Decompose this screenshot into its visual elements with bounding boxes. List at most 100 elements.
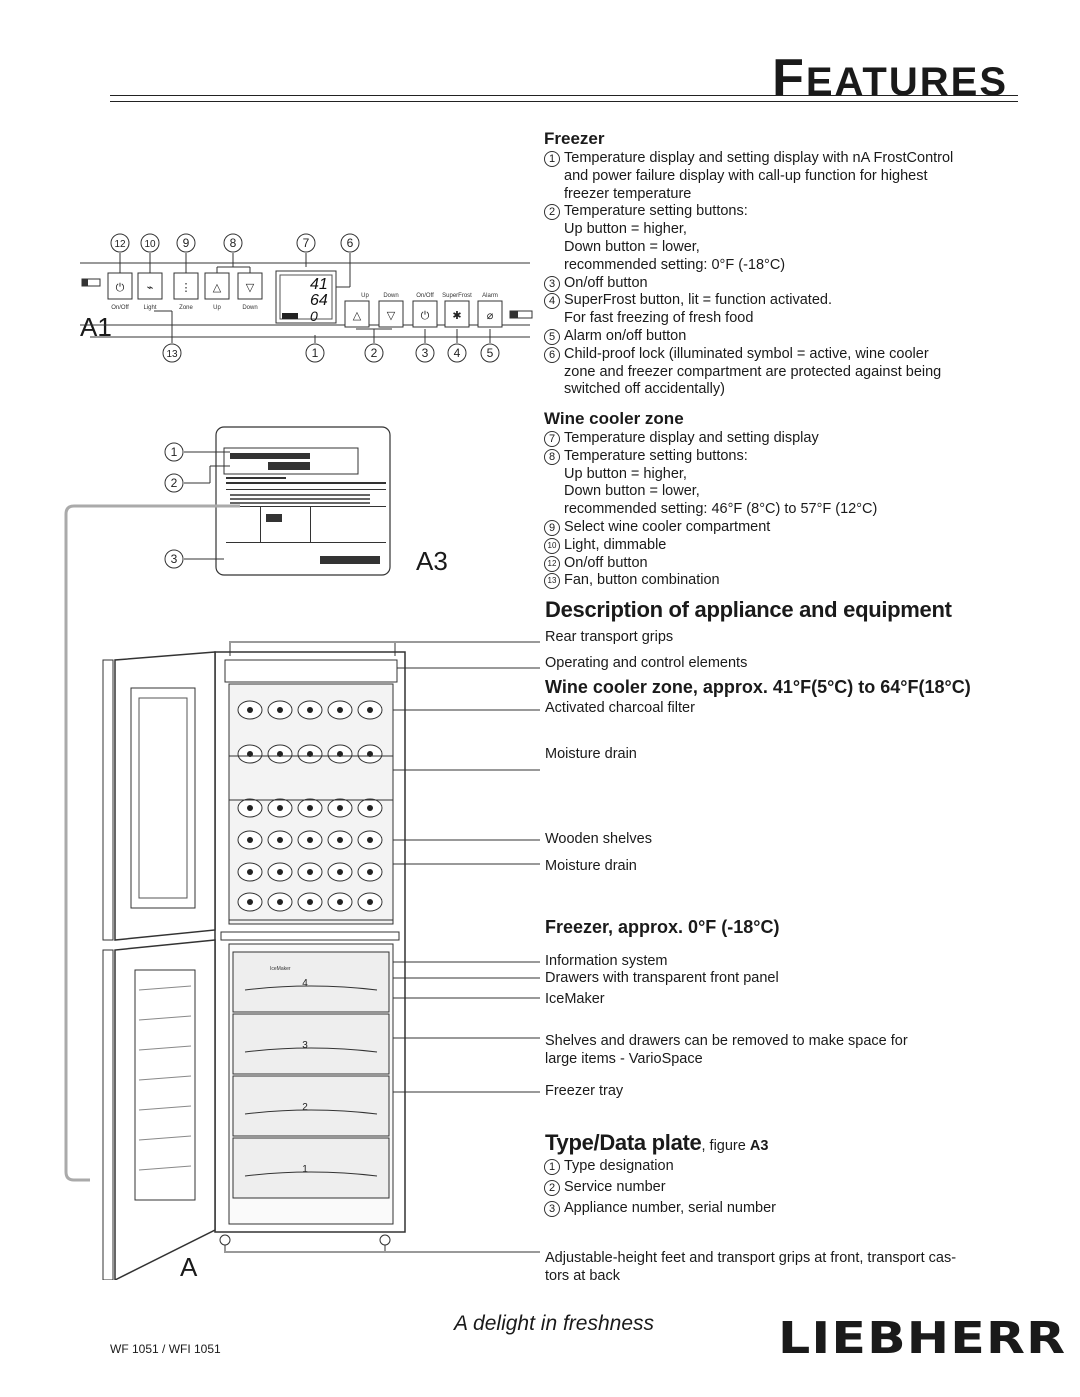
figure-label-a3: A3: [416, 546, 448, 576]
freezer-item-line: freezer temperature: [564, 185, 692, 202]
label-tray: Freezer tray: [545, 1083, 624, 1099]
icemaker-caption: IceMaker: [270, 966, 291, 972]
label-drawers: Drawers with transparent front panel: [545, 970, 779, 986]
typeplate-item-text: Appliance number, serial number: [564, 1200, 776, 1216]
panel-callout-bottom: 5: [487, 346, 494, 360]
title-rule: [110, 95, 1018, 96]
callout-number: 13: [544, 573, 560, 590]
wine-item-line: On/off button: [564, 554, 648, 571]
bottle-neck: [337, 805, 343, 811]
panel-callout-bottom-circle: [415, 343, 435, 363]
freezer-drawer: [232, 1137, 390, 1199]
wine-item-line: Down button = lower,: [564, 483, 700, 500]
freezer-item-line: zone and freezer compartment are protect…: [564, 363, 942, 380]
bottle-neck: [337, 707, 343, 713]
panel-callout-top: 12: [114, 239, 126, 250]
plate-callout: 2: [171, 476, 178, 490]
svg-text:⏻: ⏻: [116, 282, 125, 294]
callout-number: 2: [544, 1180, 560, 1196]
drawer-number: 4: [302, 978, 308, 989]
liebherr-logo: LIEBHERR: [778, 1313, 1067, 1364]
bottle-neck: [307, 837, 313, 843]
plate-callout-circle: [164, 549, 184, 569]
button-caption: Alarm: [482, 293, 498, 299]
freezer-item-line: On/off button: [564, 274, 648, 291]
page-title: FEATURES: [772, 49, 1008, 107]
panel-callout-bottom-circle: [364, 343, 384, 363]
typeplate-item-text: Service number: [564, 1179, 666, 1195]
button-caption: Zone: [179, 305, 193, 311]
wine-item-line: Select wine cooler compartment: [564, 518, 771, 535]
bottle-neck: [277, 837, 283, 843]
freezer-item-line: Down button = lower,: [564, 238, 700, 255]
plate-callouts: 1 2 3: [164, 442, 184, 569]
button-caption: On/Off: [111, 305, 129, 311]
drawer-handle: [244, 1171, 378, 1177]
panel-callout-top-circle: [176, 233, 196, 253]
panel-callout-top: 8: [230, 236, 237, 250]
plate-callout-circle: [164, 473, 184, 493]
panel-callout-top-circle: [110, 233, 130, 253]
panel-callout-bottom-circle: [162, 343, 182, 363]
callout-number: 3: [544, 275, 560, 292]
model-number: WF 1051 / WFI 1051: [110, 1342, 221, 1356]
panel-callout-bottom-circle: [447, 343, 467, 363]
plate-callout: 3: [171, 552, 178, 566]
button-caption: Down: [383, 293, 398, 299]
panel-callout-top-circle: [140, 233, 160, 253]
drawer-number: 1: [302, 1164, 308, 1175]
bottle-neck: [247, 805, 253, 811]
panel-callout-top: 9: [183, 236, 190, 250]
display-readout: 41: [310, 276, 328, 293]
bottle-neck: [367, 707, 373, 713]
freezer-item-line: Temperature display and setting display …: [564, 150, 954, 166]
label-variospace-1: Shelves and drawers can be removed to ma…: [545, 1033, 908, 1049]
svg-text:⏻: ⏻: [421, 310, 430, 322]
panel-callout-bottom: 13: [166, 349, 178, 360]
callout-number: 7: [544, 431, 560, 447]
wine-item-line: Fan, button combination: [564, 572, 720, 589]
callout-number: 1: [544, 1159, 560, 1175]
button-caption: On/Off: [416, 293, 434, 299]
callout-number: 9: [544, 519, 560, 536]
plate-callout: 1: [171, 445, 178, 459]
svg-text:△: △: [213, 282, 222, 294]
svg-text:⋮: ⋮: [181, 282, 192, 294]
bottle-neck: [307, 869, 313, 875]
freezer-item-line: SuperFrost button, lit = function activa…: [564, 292, 832, 309]
freezer-drawer: [232, 951, 390, 1013]
label-feet-2: tors at back: [545, 1268, 620, 1284]
description-heading: Description of appliance and equipment: [545, 597, 952, 622]
label-controls: Operating and control elements: [545, 655, 748, 671]
wine-item-line: Temperature setting buttons:: [564, 447, 748, 464]
panel-callout-top-circle: [340, 233, 360, 253]
freezer-item-line: For fast freezing of fresh food: [564, 310, 754, 327]
freezer-item-line: Up button = higher,: [564, 221, 687, 238]
freezer-item-line: recommended setting: 0°F (-18°C): [564, 256, 786, 273]
panel-callout-bottom: 3: [422, 346, 429, 360]
callout-number: 12: [544, 555, 560, 572]
bottle-neck: [247, 707, 253, 713]
callout-number: 2: [544, 204, 560, 221]
panel-callout-bottom-circle: [480, 343, 500, 363]
display-readout: 64: [310, 292, 328, 309]
typeplate-item-text: Type designation: [564, 1158, 674, 1174]
type-plate-diagram: 1 2 3: [164, 426, 391, 576]
drawer-handle: [244, 1109, 378, 1115]
freezer-heading: Freezer: [544, 129, 605, 148]
freezer-item-line: Child-proof lock (illuminated symbol = a…: [564, 345, 929, 362]
panel-callout-top: 7: [303, 236, 310, 250]
plate-callout-circle: [164, 442, 184, 462]
